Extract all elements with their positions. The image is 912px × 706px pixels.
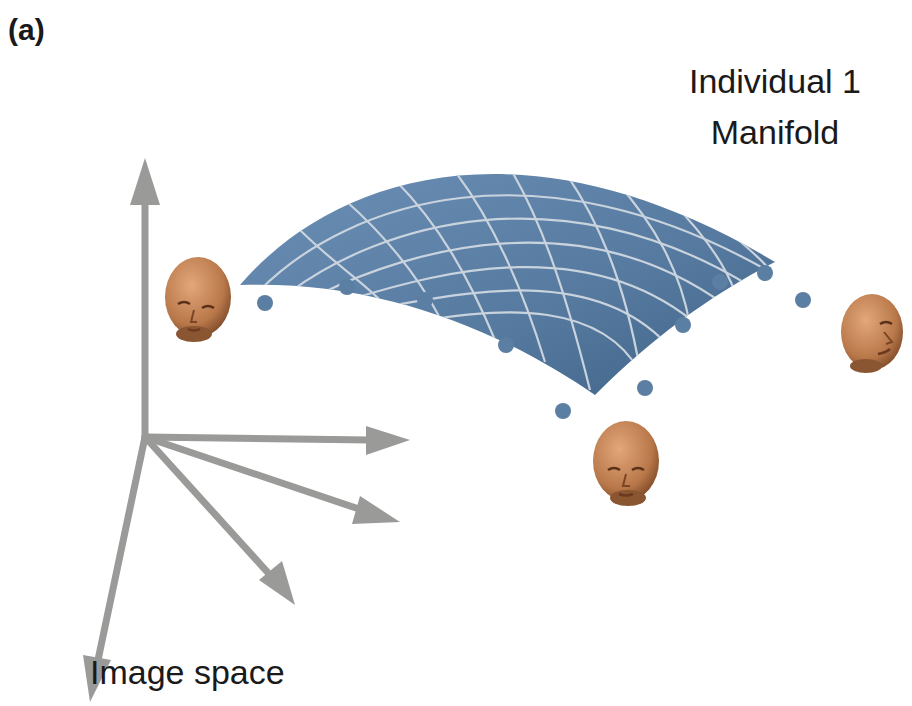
face-head (165, 257, 231, 342)
manifold-surface (240, 160, 775, 395)
face-head (841, 294, 903, 373)
axis-label: Image space (90, 652, 390, 693)
manifold-label: Individual 1 Manifold (655, 56, 895, 158)
sample-dots (257, 265, 811, 419)
panel-letter: (a) (8, 12, 88, 48)
face-head (593, 421, 659, 506)
